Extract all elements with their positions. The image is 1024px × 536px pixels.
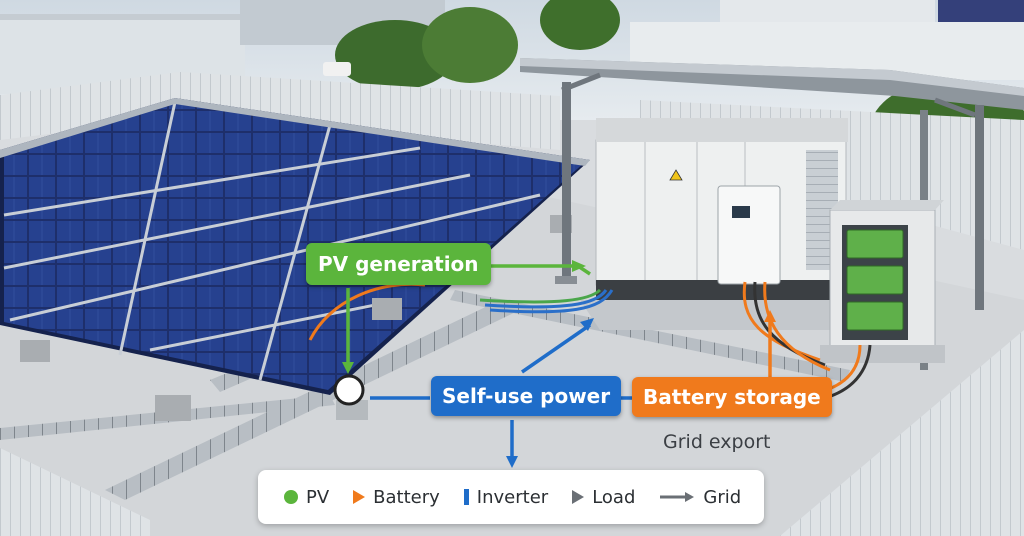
pv-dot-icon: [284, 490, 298, 504]
legend-item-load: Load: [572, 487, 635, 508]
legend-label-battery: Battery: [373, 486, 440, 508]
inverter-bar-icon: [463, 489, 469, 505]
load-triangle-icon: [572, 490, 585, 504]
legend-label-pv: PV: [306, 486, 330, 508]
pv-generation-label: PV generation: [306, 243, 491, 285]
grid-arrow-icon: [660, 492, 695, 502]
legend-label-load: Load: [592, 486, 636, 508]
legend-item-inverter: Inverter: [463, 486, 549, 508]
legend-label-grid: Grid: [703, 486, 742, 508]
battery-storage-label: Battery storage: [632, 377, 832, 417]
legend-item-battery: Battery: [353, 487, 440, 508]
legend-item-grid: Grid: [659, 487, 741, 508]
legend-item-pv: PV: [284, 487, 329, 508]
battery-triangle-icon: [353, 490, 366, 504]
grid-export-label: Grid export: [663, 431, 771, 453]
self-use-power-label: Self-use power: [431, 376, 622, 416]
legend-label-inverter: Inverter: [476, 486, 549, 508]
legend-box: PV Battery Inverter Load Grid: [258, 470, 764, 524]
